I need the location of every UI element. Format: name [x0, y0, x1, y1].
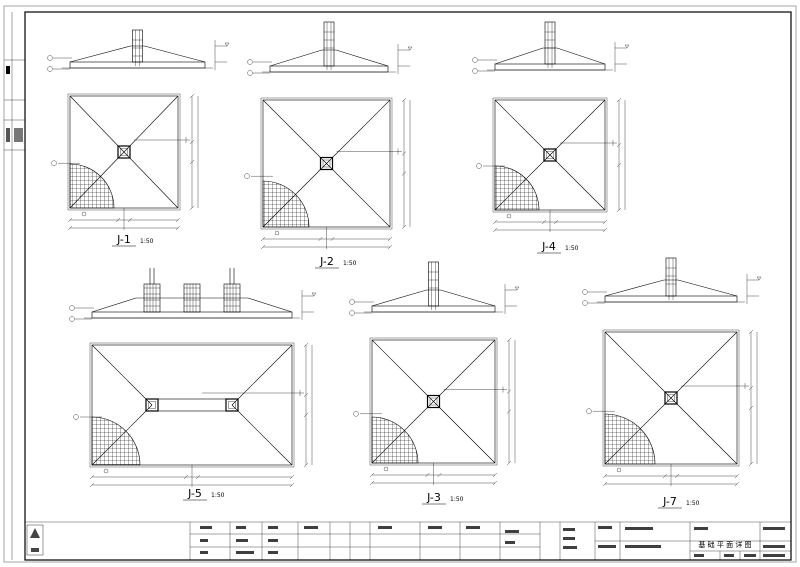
footing-plan [244, 97, 411, 250]
footing-detail: J-7 1:50 [582, 257, 762, 509]
footing-plan [476, 97, 626, 233]
callout-bubble [472, 57, 478, 63]
footing-detail: J-1 1:50 [47, 29, 230, 247]
callout-bubble [69, 305, 75, 311]
logo-mark [30, 528, 40, 552]
sheet-outer-border [3, 5, 797, 563]
callout-bubble [47, 55, 53, 61]
footing-scale: 1:50 [343, 260, 357, 267]
logo-box [26, 524, 44, 556]
footing-detail: J-3 1:50 [349, 261, 520, 505]
footing-section [582, 257, 762, 306]
footing-scale: 1:50 [140, 238, 154, 245]
callout-bubble [476, 163, 482, 169]
title-block: 基 础 平 面 详 图 [24, 521, 792, 561]
column-stub [183, 283, 201, 313]
footing-detail: J-4 1:50 [472, 21, 630, 254]
column-stub [132, 29, 143, 63]
callout-bubble [582, 289, 588, 295]
footing-detail: J-2 1:50 [244, 21, 413, 269]
footing-section [69, 268, 317, 322]
footing-scale: 1:50 [450, 496, 464, 503]
title-block-lettering [200, 526, 785, 557]
column-stub [323, 21, 335, 67]
column-stub [225, 398, 239, 412]
callout-bubble [353, 411, 359, 417]
footing-label: J-5 [187, 487, 202, 500]
footing-section [47, 29, 230, 72]
footing-section [349, 261, 520, 316]
footing-plan [586, 329, 758, 487]
column-stub [543, 148, 557, 162]
column-stub [426, 394, 441, 409]
footing-scale: 1:50 [211, 492, 225, 499]
binding-strip [4, 12, 25, 560]
footing-label: J-4 [541, 240, 556, 253]
column-stub [665, 257, 677, 297]
callout-bubble [247, 59, 253, 65]
column-stub [223, 283, 241, 313]
footing-section [247, 21, 413, 76]
footing-scale: 1:50 [686, 500, 700, 507]
callout-bubble [586, 408, 592, 414]
footing-section [472, 21, 630, 74]
footing-label: J-3 [426, 491, 441, 504]
column-stub [664, 391, 678, 405]
footing-label: J-7 [662, 495, 677, 508]
footing-label: J-2 [319, 255, 334, 268]
footing-plan [51, 93, 199, 231]
column-stub [319, 156, 334, 171]
column-stub [544, 21, 556, 65]
column-stub [143, 283, 161, 313]
footing-detail: J-5 1:50 [69, 268, 317, 501]
callout-bubble [244, 173, 250, 179]
footing-plan [353, 337, 516, 486]
sheet-title: 基 础 平 面 详 图 [698, 540, 751, 549]
footing-label: J-1 [116, 233, 131, 246]
callout-bubble [349, 299, 355, 305]
callout-bubble [51, 160, 57, 166]
column-stub [145, 398, 159, 412]
column-stub [117, 145, 131, 159]
column-stub [428, 261, 439, 307]
callout-bubble [73, 414, 79, 420]
footing-plan [73, 342, 313, 488]
footing-scale: 1:50 [565, 245, 579, 252]
